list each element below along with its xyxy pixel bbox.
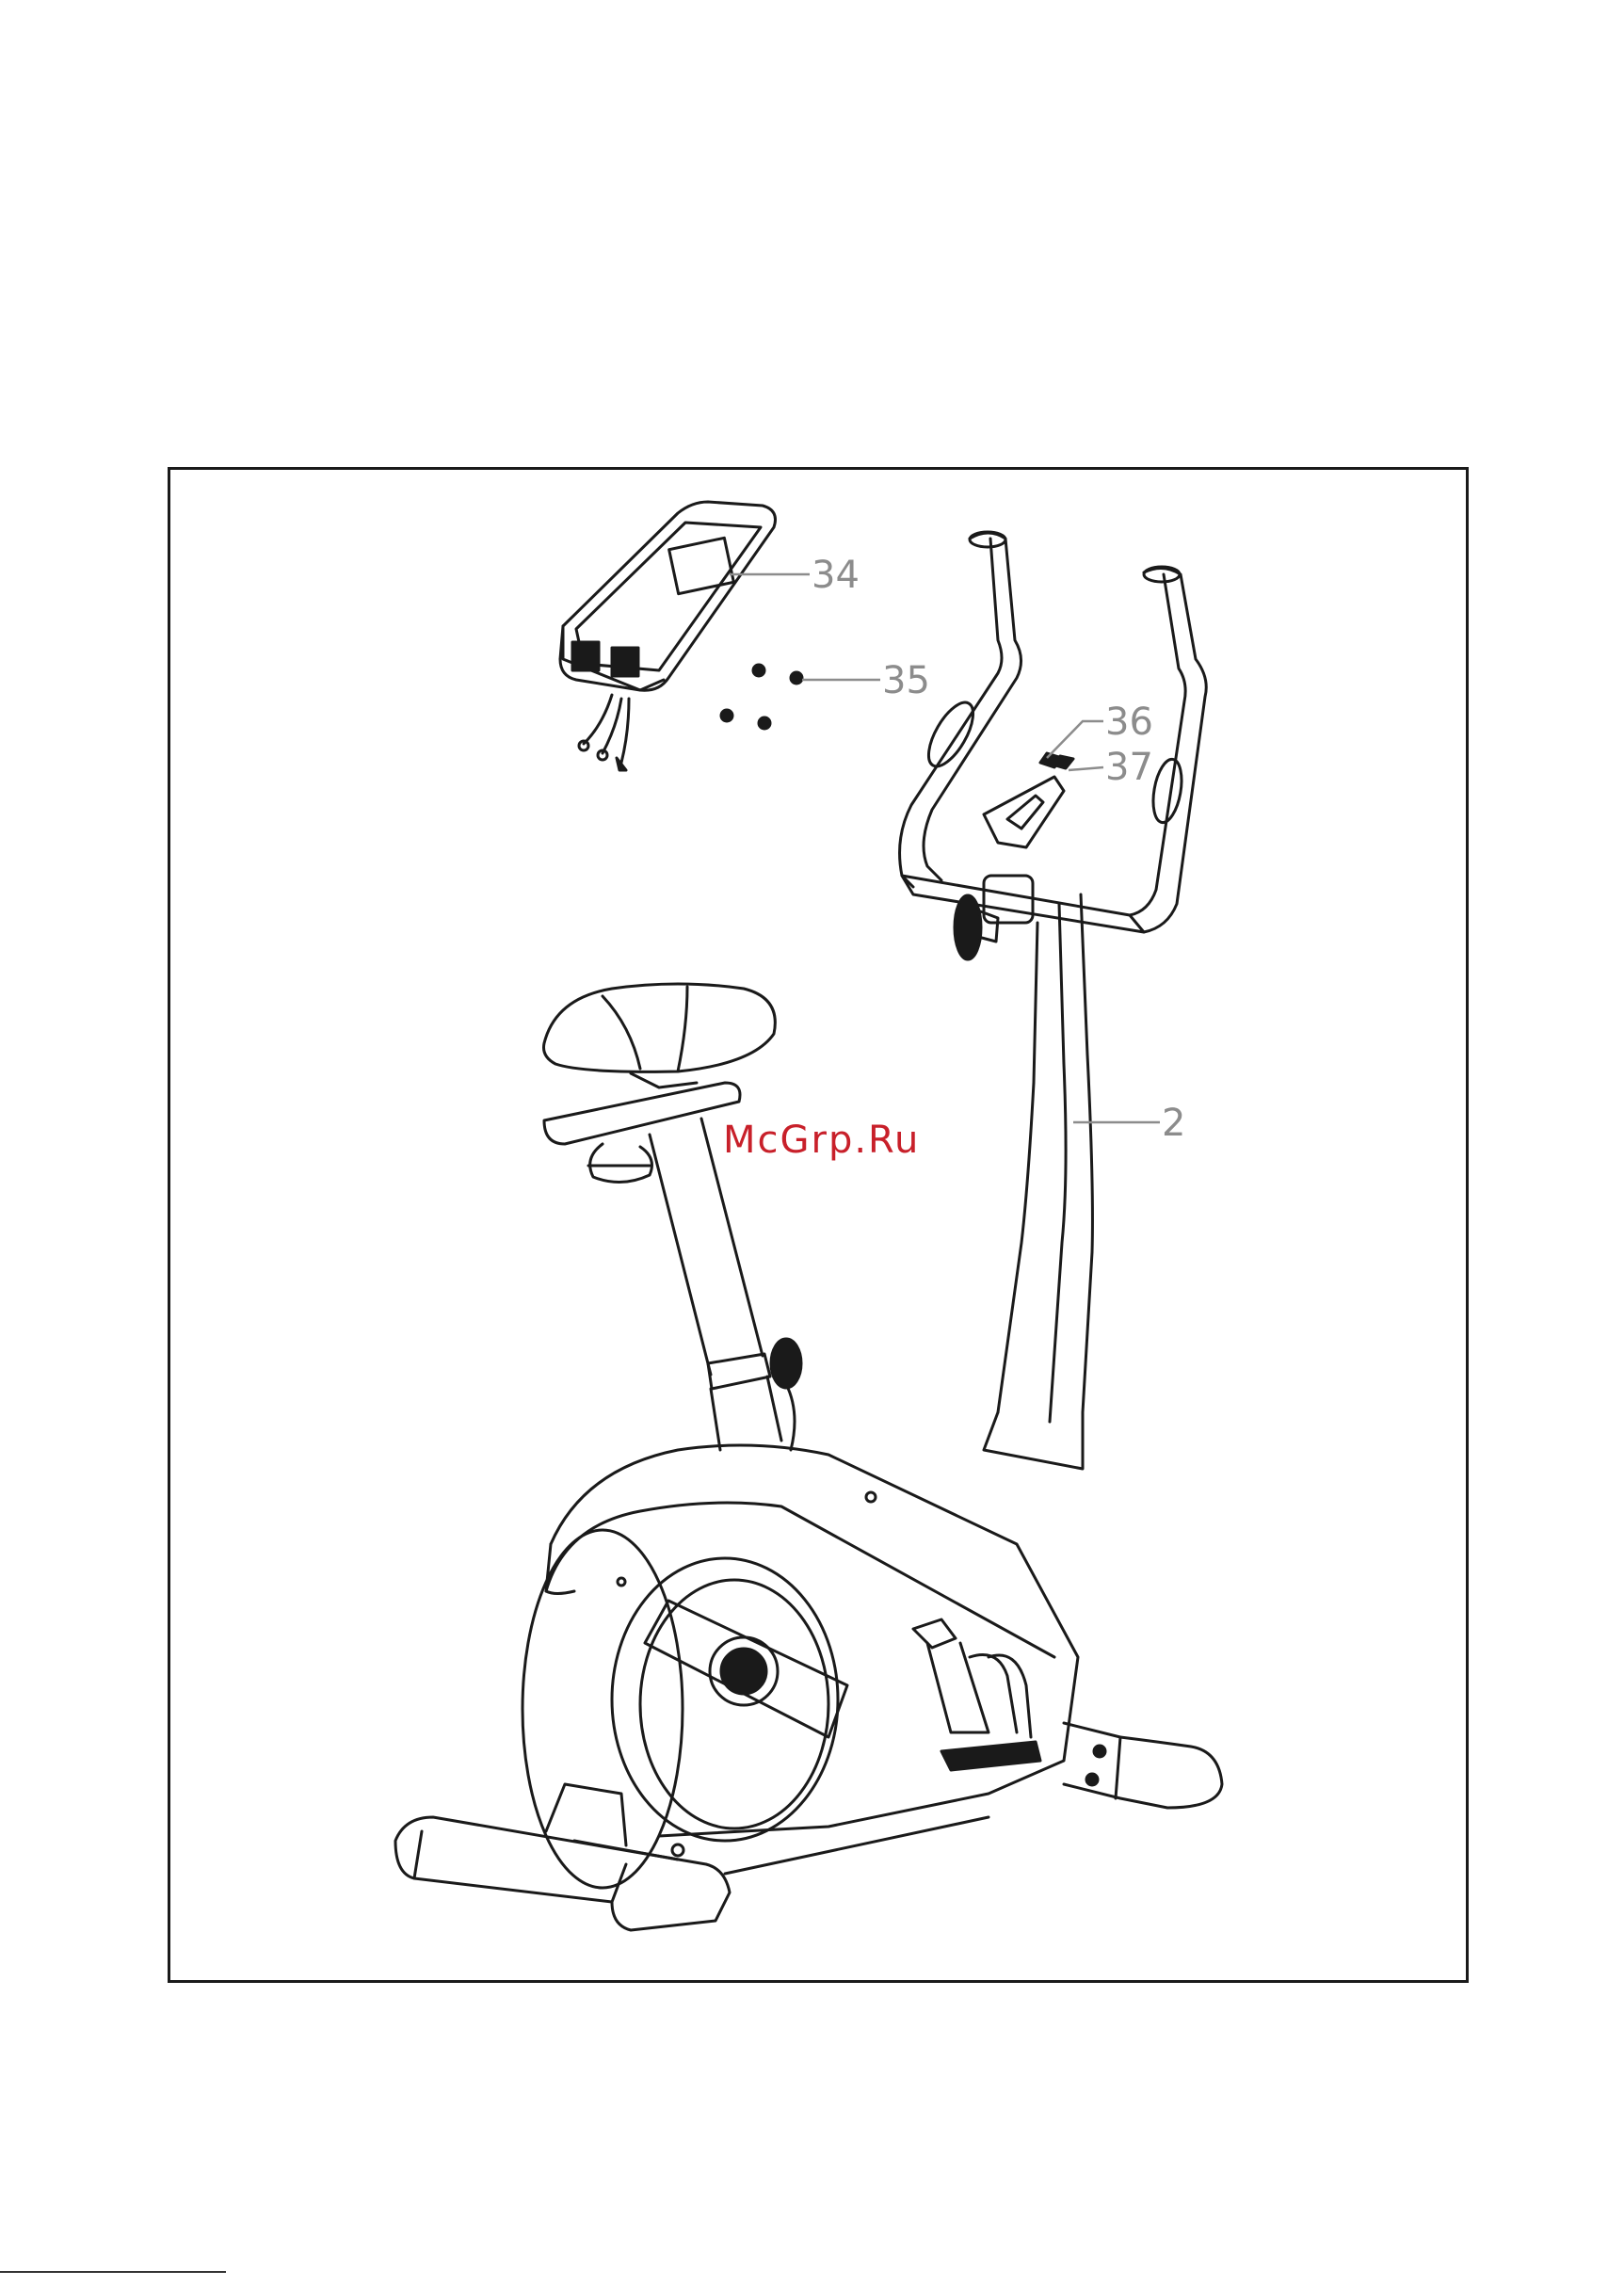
flywheel-cover (523, 1445, 1078, 1888)
leader-36 (1047, 721, 1103, 758)
console-unit (560, 502, 776, 770)
page-footer-rule (0, 2271, 226, 2273)
console-screws (721, 665, 802, 729)
callout-37: 37 (1105, 746, 1153, 789)
front-post (984, 894, 1092, 1469)
pedal-crank (913, 1619, 1040, 1770)
watermark-text: McGrp.Ru (723, 1119, 920, 1162)
handlebar-clamp (955, 753, 1073, 959)
leader-37 (1069, 767, 1103, 770)
handlebar (900, 532, 1207, 932)
callout-36: 36 (1105, 701, 1153, 744)
rear-stabilizer (725, 1723, 1222, 1874)
callout-34: 34 (812, 554, 860, 597)
callout-35: 35 (882, 659, 930, 702)
callout-2: 2 (1162, 1102, 1185, 1145)
seat-post (650, 1119, 801, 1450)
